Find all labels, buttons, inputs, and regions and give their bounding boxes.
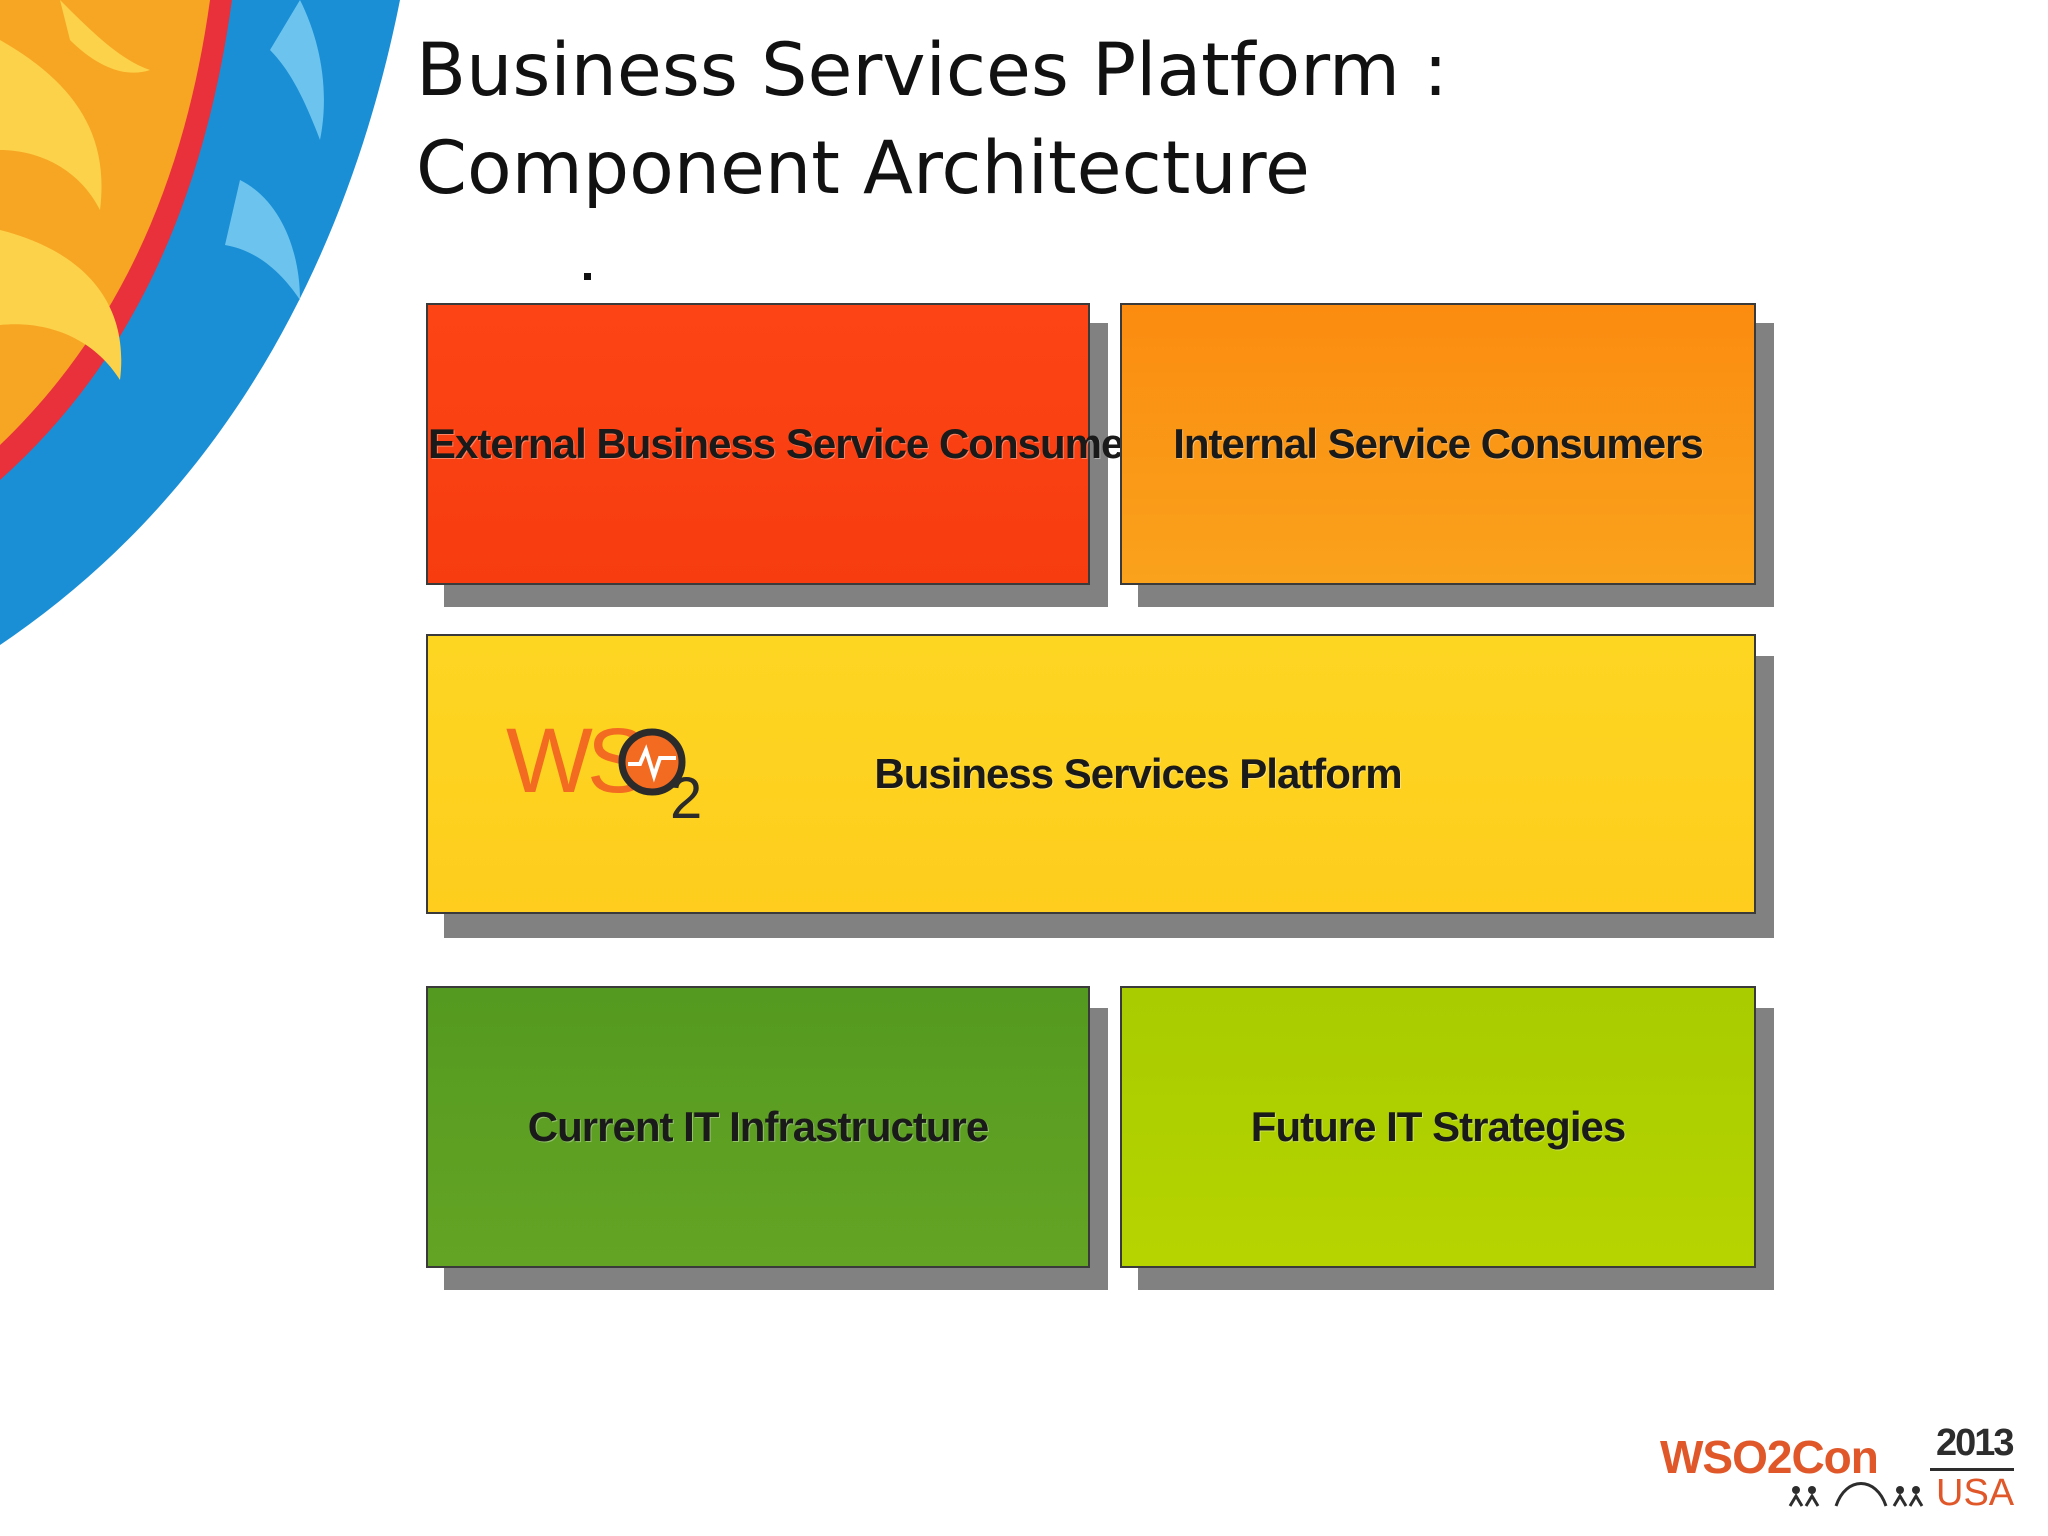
current-it-block: Current IT Infrastructure (426, 986, 1090, 1268)
platform-label: Business Services Platform (874, 750, 1402, 797)
wso2con-footer-logo: WSO2Con 2013 USA (1660, 1418, 2020, 1518)
platform-block: Business Services Platform (426, 634, 1756, 914)
bullet-marker (584, 273, 591, 280)
footer-year-text: 2013 (1936, 1422, 2015, 1464)
footer-brand-text: WSO2Con (1660, 1431, 1879, 1483)
internal-consumers-block: Internal Service Consumers (1120, 303, 1756, 585)
future-it-label: Future IT Strategies (1250, 1103, 1626, 1150)
wso2-logo: WS 2 (506, 710, 702, 830)
decorative-swirl-art (0, 0, 400, 645)
slide-title: Business Services Platform : Component A… (416, 28, 1448, 211)
external-consumers-label: External Business Service Consumers (428, 420, 1162, 467)
people-arch-icon (1788, 1482, 1924, 1507)
footer-region-text: USA (1936, 1472, 2015, 1514)
footer-divider (1930, 1468, 2014, 1471)
future-it-block: Future IT Strategies (1120, 986, 1756, 1268)
svg-text:2: 2 (670, 766, 702, 830)
current-it-label: Current IT Infrastructure (527, 1103, 989, 1150)
external-consumers-block: External Business Service Consumers (426, 303, 1162, 585)
internal-consumers-label: Internal Service Consumers (1173, 420, 1704, 467)
